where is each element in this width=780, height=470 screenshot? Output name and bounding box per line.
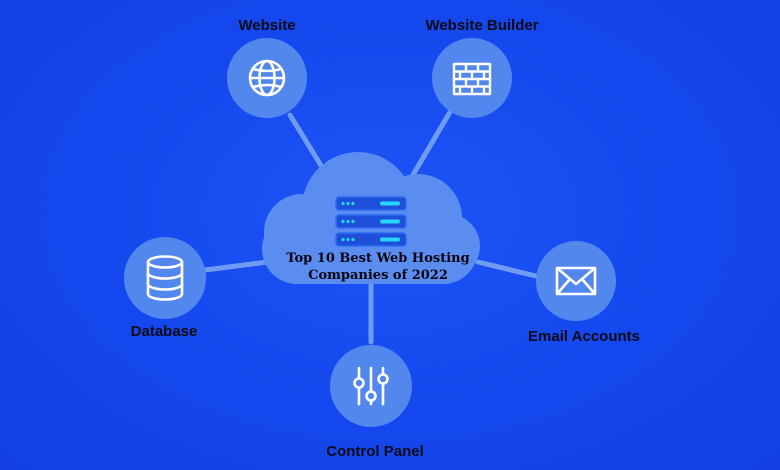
node-website-builder <box>432 38 512 118</box>
sliders-icon <box>353 366 389 406</box>
label-database: Database <box>130 323 198 340</box>
node-website <box>227 38 307 118</box>
database-icon <box>146 255 184 301</box>
brick-wall-icon <box>452 62 492 96</box>
connector-website-builder <box>407 109 453 183</box>
server-stack-icon <box>335 196 407 247</box>
connector-website <box>287 112 328 175</box>
center-title: Top 10 Best Web Hosting Companies of 202… <box>286 250 469 284</box>
connector-database <box>202 259 271 273</box>
center-title-line1: Top 10 Best Web Hosting <box>286 251 470 266</box>
label-website-builder: Website Builder <box>425 17 539 34</box>
label-website: Website <box>238 17 296 34</box>
center-title-line2: Companies of 2022 <box>308 268 448 283</box>
globe-icon <box>248 59 286 97</box>
label-email-accounts: Email Accounts <box>528 328 640 345</box>
node-control-panel <box>330 345 412 427</box>
connector-email-accounts <box>475 259 543 280</box>
envelope-icon <box>555 266 597 296</box>
node-email-accounts <box>536 241 616 321</box>
node-database <box>124 237 206 319</box>
label-control-panel: Control Panel <box>326 443 424 460</box>
connectors <box>202 109 543 345</box>
